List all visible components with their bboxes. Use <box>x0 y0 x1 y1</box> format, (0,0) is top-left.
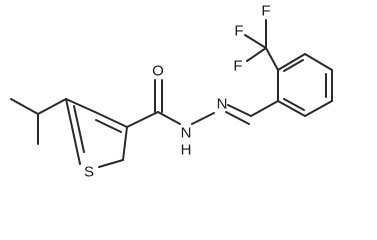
chemical-structure: O N H N S F F F <box>10 3 333 181</box>
bond-ring-to-cf3 <box>265 47 279 71</box>
thiophene-bond-s-c5 <box>65 98 81 165</box>
thiophene-bond-c4-c3 <box>94 111 128 128</box>
benzene-bond-1 <box>277 100 306 117</box>
bond-n-to-ch-inner <box>225 111 250 125</box>
amide-hydrogen-label: H <box>181 142 192 159</box>
isopropyl-group <box>10 98 67 145</box>
benzene-bond-5-inner <box>283 59 304 72</box>
benzene-bond-2 <box>304 100 333 117</box>
hydrazone-linker <box>126 79 279 128</box>
isopropyl-bond-to-ring <box>37 98 67 115</box>
benzene-ring <box>277 53 333 117</box>
bond-ch-to-ring <box>250 100 279 117</box>
benzene-bond-4 <box>304 53 333 71</box>
bond-carbonyl-to-nh <box>157 111 181 125</box>
benzene-bond-1-inner <box>283 98 305 111</box>
bond-cf3-to-f-top-left <box>244 34 267 49</box>
fluorine-bottom-label: F <box>233 58 242 75</box>
isopropyl-bond-left-methyl <box>10 98 39 115</box>
thiophene-bond-c5-c4 <box>65 98 96 113</box>
thiophene-bond-c3-c2 <box>122 126 128 161</box>
benzene-bond-5 <box>277 53 306 71</box>
trifluoromethyl-group <box>244 19 279 71</box>
bond-ring-to-carbonyl <box>126 111 159 128</box>
bond-nh-to-n <box>191 112 215 125</box>
bond-n-to-ch <box>227 104 252 117</box>
amide-nitrogen-label: N <box>181 125 192 142</box>
thiophene-bond-c2-s <box>98 159 124 168</box>
thiophene-bond-c4-c3-inner <box>95 119 122 133</box>
thiophene-bond-s-c5-inner <box>73 105 85 153</box>
fluorine-top-left-label: F <box>234 23 243 40</box>
thiophene-sulfur-label: S <box>84 164 94 181</box>
bond-cf3-to-f-bottom <box>246 47 267 62</box>
carbonyl-oxygen-label: O <box>152 63 164 80</box>
thiophene-ring <box>65 98 128 168</box>
fluorine-top-right-label: F <box>261 3 270 20</box>
imine-nitrogen-label: N <box>217 96 228 113</box>
